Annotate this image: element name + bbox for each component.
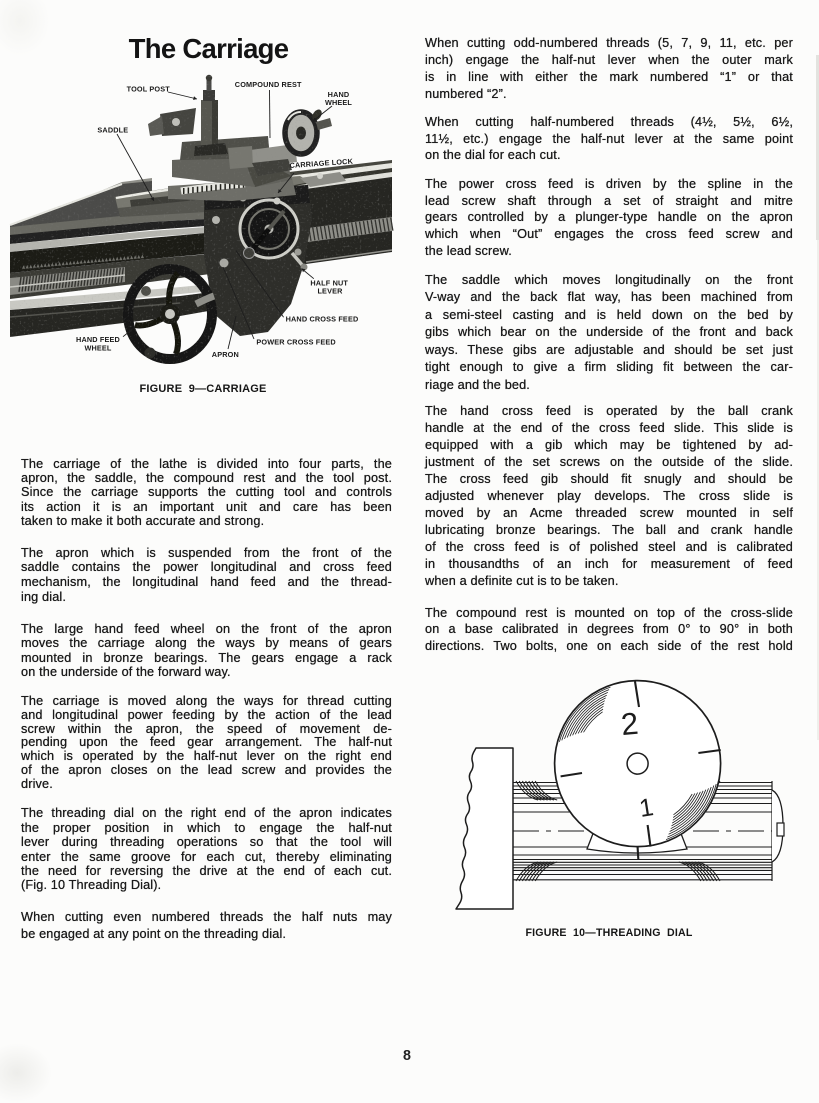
svg-text:LEVER: LEVER [317, 287, 343, 296]
svg-text:CARRIAGE LOCK: CARRIAGE LOCK [289, 157, 354, 170]
svg-text:HAND CROSS FEED: HAND CROSS FEED [286, 314, 359, 323]
svg-text:HALF NUT: HALF NUT [310, 278, 348, 287]
svg-text:POWER CROSS FEED: POWER CROSS FEED [256, 337, 335, 346]
svg-text:WHEEL: WHEEL [325, 98, 352, 107]
svg-text:COMPOUND REST: COMPOUND REST [235, 80, 302, 89]
svg-text:HAND FEED: HAND FEED [76, 335, 120, 344]
svg-text:2: 2 [620, 706, 640, 742]
svg-text:APRON: APRON [212, 350, 239, 359]
svg-text:TOOL POST: TOOL POST [127, 85, 171, 94]
svg-text:SADDLE: SADDLE [97, 126, 128, 135]
svg-text:HAND: HAND [328, 90, 350, 99]
svg-text:WHEEL: WHEEL [84, 344, 111, 353]
svg-text:1: 1 [637, 793, 655, 823]
